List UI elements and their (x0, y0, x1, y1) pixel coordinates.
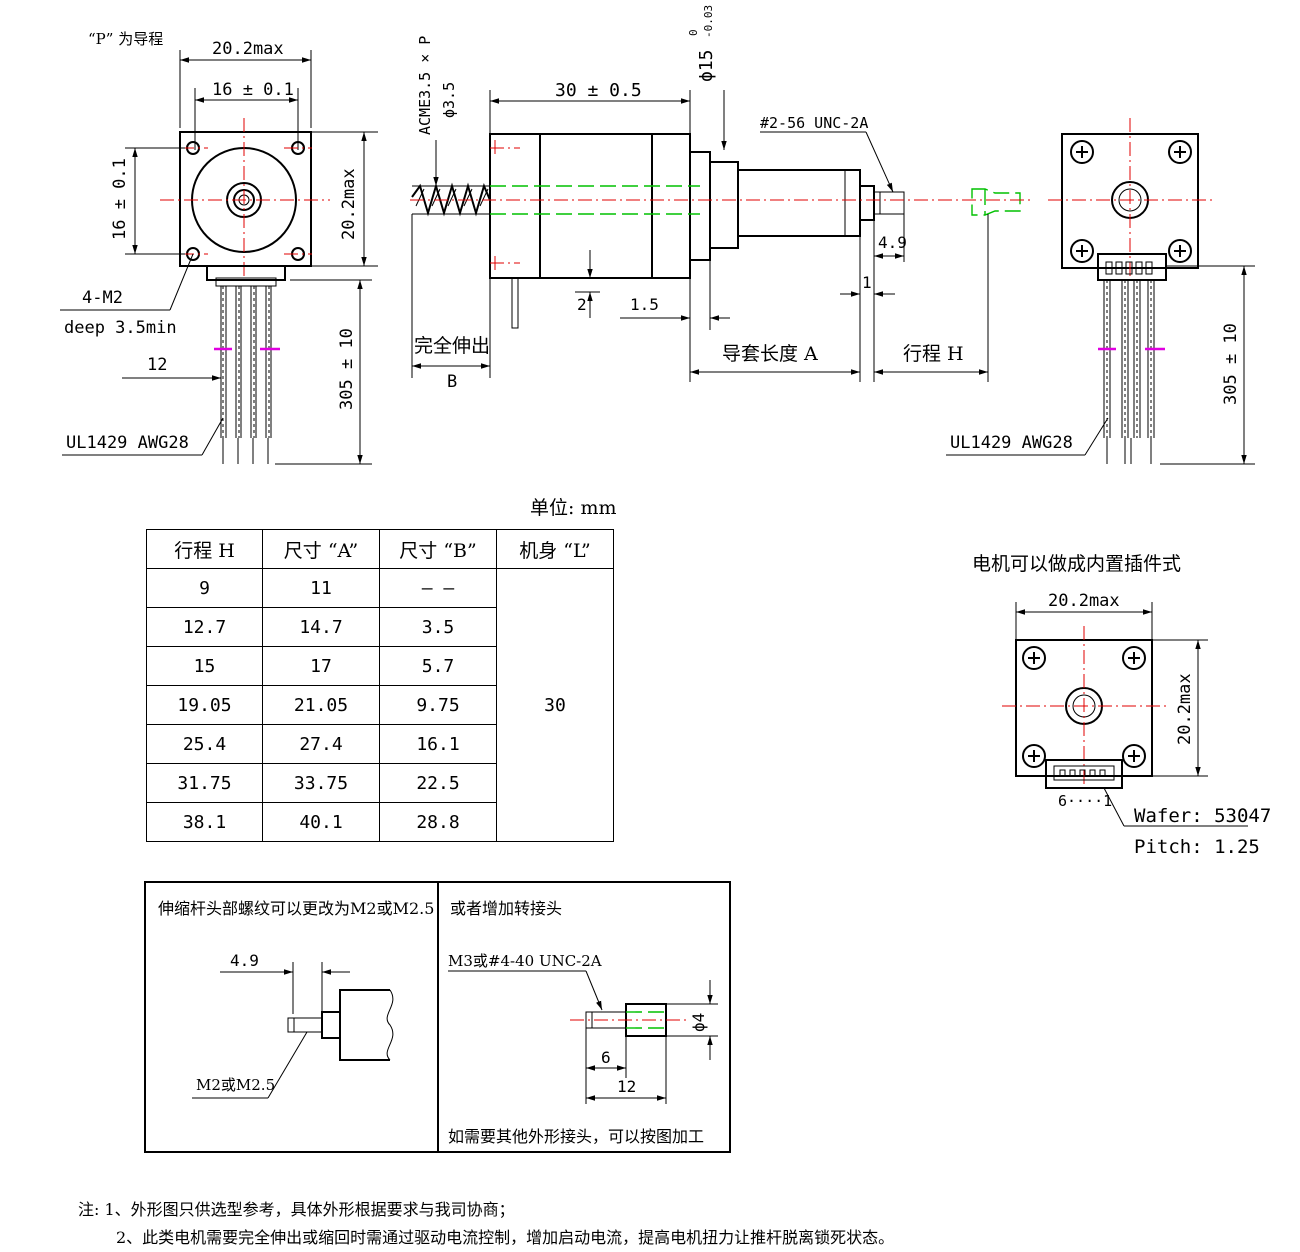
cell-dim-b: 22.5 (379, 763, 497, 803)
body-length: 30 ± 0.5 (555, 80, 642, 101)
cell-dim-a: 27.4 (262, 724, 380, 764)
leadscrew-thread (411, 182, 491, 217)
cell-stroke: 12.7 (146, 607, 263, 647)
cell-dim-a: 33.75 (262, 763, 380, 803)
wafer-label: Wafer: 53047 (1134, 805, 1271, 827)
lead-length-rear: 305 ± 10 (1221, 323, 1241, 405)
full-extend: 完全伸出 (414, 335, 490, 357)
pilot-dia: ϕ15 (696, 49, 717, 82)
screw-depth-label: deep 3.5min (64, 318, 177, 338)
dim-height-max: 20.2max (339, 168, 359, 240)
rear-view: UL1429 AWG28 305 ± 10 (946, 118, 1255, 465)
notes: 注: 1、外形图只供选型参考，具体外形根据要求与我司协商； 2、此类电机需要完全… (78, 1196, 894, 1252)
front-view: “P” 为导程 20.2max 16 ± 0.1 (60, 30, 378, 465)
unit-label: 单位: mm (530, 497, 617, 519)
pitch-label: Pitch: 1.25 (1134, 836, 1260, 858)
side-view: ACME3.5 × P ϕ3.5 30 ± 0.5 ϕ15 0 -0.03 (410, 5, 1030, 392)
connector-view: 电机可以做成内置插件式 20.2max 6····1 20.2max Wafer… (972, 553, 1271, 858)
thread-label: #2-56 UNC-2A (760, 114, 868, 132)
p-note: “P” 为导程 (88, 30, 163, 48)
cell-dim-a: 21.05 (262, 685, 380, 725)
thread-box-title: 伸缩杆头部螺纹可以更改为M2或M2.5 (158, 899, 434, 918)
adapter-dim-12: 12 (617, 1077, 636, 1096)
header-body-l: 机身 “L” (496, 529, 614, 569)
thread-box-thread: M2或M2.5 (196, 1076, 275, 1094)
adapter-box-title: 或者增加转接头 (450, 899, 562, 918)
table-row: 9 11 — — 30 (146, 568, 614, 842)
pilot-tol-upper: 0 (687, 29, 700, 36)
header-dim-a: 尺寸 “A” (262, 529, 380, 569)
dim-b: B (447, 372, 457, 392)
cell-dim-b: — — (379, 568, 497, 608)
dim-4-9: 4.9 (878, 233, 907, 252)
pin-label: 6····1 (1058, 792, 1112, 810)
lead-length-front: 305 ± 10 (337, 328, 357, 410)
screw-head (1022, 646, 1146, 768)
screw-head (1070, 140, 1192, 263)
note-2: 2、此类电机需要完全伸出或缩回时需通过驱动电流控制，增加启动电流，提高电机扭力让… (116, 1228, 895, 1247)
connector-dim-height: 20.2max (1175, 673, 1195, 745)
cell-stroke: 38.1 (146, 802, 263, 842)
thread-box-dim: 4.9 (230, 951, 259, 970)
cell-body-length: 30 (496, 568, 614, 842)
cell-dim-b: 5.7 (379, 646, 497, 686)
wire-spec-front: UL1429 AWG28 (66, 433, 189, 453)
leadscrew-label: ACME3.5 × P (416, 36, 434, 135)
adapter-note: 如需要其他外形接头，可以按图加工 (448, 1127, 704, 1146)
leadscrew-dia: ϕ3.5 (440, 82, 458, 118)
pilot-tol-lower: -0.03 (702, 5, 715, 38)
dim-2: 2 (577, 295, 587, 314)
note-1: 注: 1、外形图只供选型参考，具体外形根据要求与我司协商； (78, 1200, 515, 1219)
connector-dim-width: 20.2max (1048, 591, 1120, 611)
cell-stroke: 9 (146, 568, 263, 608)
dim-1-5: 1.5 (630, 295, 659, 314)
stroke: 行程 H (903, 343, 964, 365)
front-wires (220, 286, 272, 464)
cell-dim-b: 16.1 (379, 724, 497, 764)
wire-spec-rear: UL1429 AWG28 (950, 433, 1073, 453)
connector-title: 电机可以做成内置插件式 (972, 553, 1181, 575)
screw-hole (186, 141, 305, 261)
table-row: 31.75 33.75 22.5 (146, 763, 614, 803)
table-row: 38.1 40.1 28.8 (146, 802, 614, 842)
cell-stroke: 25.4 (146, 724, 263, 764)
table-header-row: 行程 H 尺寸 “A” 尺寸 “B” 机身 “L” (146, 529, 614, 569)
cell-dim-b: 3.5 (379, 607, 497, 647)
adapter-dim-6: 6 (601, 1048, 611, 1067)
adapter-thread: M3或#4-40 UNC-2A (448, 952, 602, 970)
header-dim-b: 尺寸 “B” (379, 529, 497, 569)
cell-dim-b: 9.75 (379, 685, 497, 725)
cell-dim-a: 40.1 (262, 802, 380, 842)
cell-dim-a: 11 (262, 568, 380, 608)
header-stroke: 行程 H (146, 529, 263, 569)
cell-stroke: 31.75 (146, 763, 263, 803)
front-body (179, 131, 312, 267)
dim-hole-spacing-h: 16 ± 0.1 (212, 80, 294, 100)
cell-dim-a: 17 (262, 646, 380, 686)
table-row: 19.05 21.05 9.75 (146, 685, 614, 725)
dim-width-max: 20.2max (212, 39, 284, 59)
guide-length: 导套长度 A (722, 343, 818, 365)
spec-table: 行程 H 尺寸 “A” 尺寸 “B” 机身 “L” 9 11 — — 30 12… (146, 529, 614, 842)
cell-dim-b: 28.8 (379, 802, 497, 842)
dim-1: 1 (862, 273, 872, 292)
screw-holes-label: 4-M2 (82, 288, 123, 308)
table-row: 15 17 5.7 (146, 646, 614, 686)
cell-stroke: 19.05 (146, 685, 263, 725)
option-boxes: 伸缩杆头部螺纹可以更改为M2或M2.5 4.9 M2或M2.5 或者增加转接头 … (144, 881, 731, 1153)
adapter-dia: ϕ4 (689, 1013, 708, 1032)
table-row: 25.4 27.4 16.1 (146, 724, 614, 764)
dim-12: 12 (147, 355, 167, 375)
cell-stroke: 15 (146, 646, 263, 686)
dim-hole-spacing-v: 16 ± 0.1 (110, 158, 130, 240)
cell-dim-a: 14.7 (262, 607, 380, 647)
rear-wires (1103, 280, 1155, 464)
